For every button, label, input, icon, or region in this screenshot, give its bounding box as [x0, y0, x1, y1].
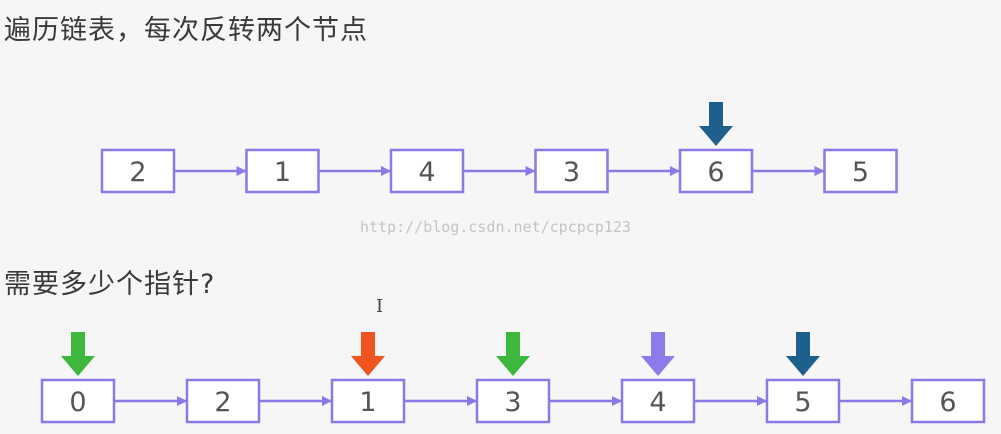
list-node-box [185, 378, 261, 424]
linked-list-top: 2 1 4 3 6 5 [100, 102, 898, 194]
heading-pointer-question: 需要多少个指针? [4, 269, 216, 300]
watermark: http://blog.csdn.net/cpcpcp123 [360, 218, 631, 236]
list-node-box [475, 378, 551, 424]
list-node-label: 1 [274, 157, 291, 188]
list-node-label: 5 [794, 387, 811, 418]
list-node-label: 2 [129, 157, 146, 188]
pointer-arrow-dark-blue [786, 332, 820, 376]
list-node-label: 4 [418, 157, 435, 188]
list-node-box [330, 378, 406, 424]
pointer-arrow-orange [351, 332, 385, 376]
list-node-label: 3 [563, 157, 580, 188]
list-node-box [910, 378, 986, 424]
list-node-label: 4 [649, 387, 666, 418]
list-node-label: 3 [504, 387, 521, 418]
list-node-box [389, 148, 465, 194]
list-node-label: 6 [707, 157, 724, 188]
list-node-box [765, 378, 841, 424]
list-node-box [40, 378, 116, 424]
linked-list-bottom: 0 2 1 3 4 5 6 [40, 332, 986, 424]
pointer-arrow-green [61, 332, 95, 376]
pointer-arrow-dark-blue [699, 102, 733, 146]
text-cursor-icon: I [376, 296, 384, 317]
pointer-arrow-purple [641, 332, 675, 376]
list-node-label: 1 [359, 387, 376, 418]
pointer-arrow-green [496, 332, 530, 376]
list-node-label: 0 [69, 387, 86, 418]
list-node-label: 6 [939, 387, 956, 418]
list-node-label: 2 [214, 387, 231, 418]
list-node-label: 5 [852, 157, 869, 188]
list-node-box [100, 148, 176, 194]
list-node-box [823, 148, 898, 194]
list-node-box [678, 148, 754, 194]
list-node-box [534, 148, 609, 194]
heading-traverse-list: 遍历链表，每次反转两个节点 [4, 15, 368, 46]
list-node-box [245, 148, 320, 194]
